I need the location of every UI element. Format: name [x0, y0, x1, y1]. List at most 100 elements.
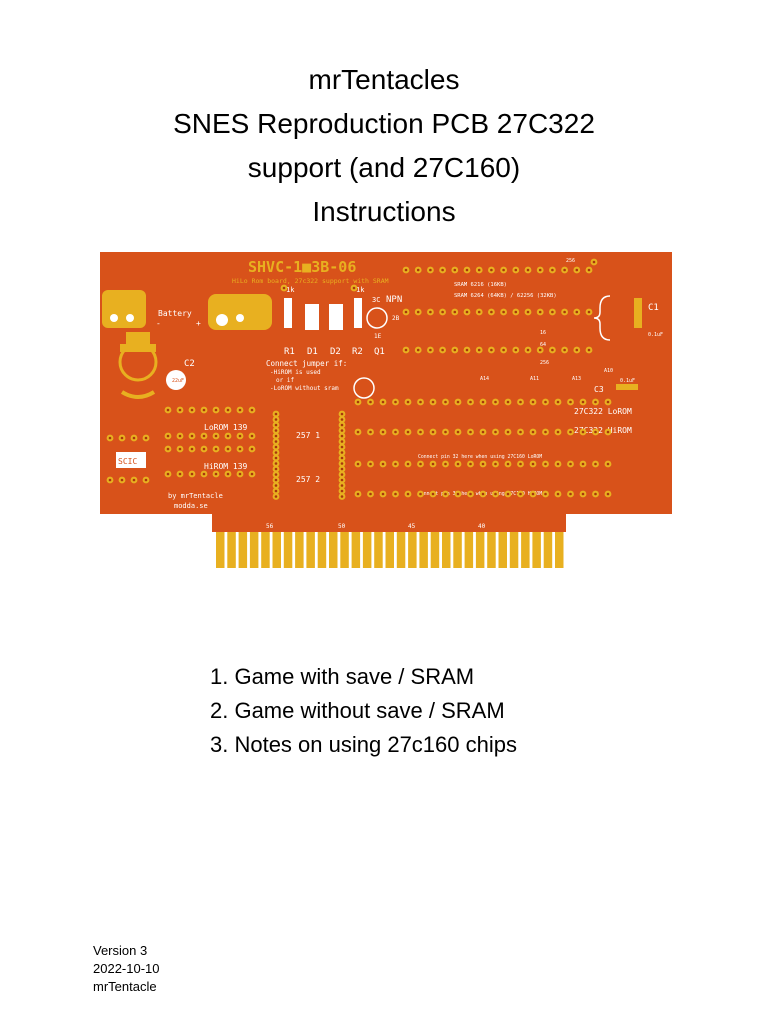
pcb-pad-hole	[340, 451, 344, 454]
pcb-pad-hole	[506, 462, 510, 466]
sram-label-2: SRAM 6264 (64KB) / 62256 (32KB)	[454, 293, 557, 299]
pcb-pad-hole	[381, 492, 385, 496]
pcb-pad-hole	[531, 400, 535, 404]
edge-finger	[295, 532, 304, 568]
pcb-pad-hole	[453, 310, 457, 314]
pcb-pad-hole	[108, 436, 112, 440]
edge-finger	[555, 532, 564, 568]
pcb-pad-hole	[178, 472, 182, 476]
connect-lorom-note: Connect pin 32 here when using 27C160 Lo…	[418, 454, 542, 460]
battery-label: Battery	[158, 309, 192, 318]
pcb-pad-hole	[441, 348, 444, 352]
pcb-pad-hole	[575, 268, 579, 272]
r2-label: R2	[352, 347, 363, 357]
pcb-pad-hole	[519, 492, 522, 496]
pcb-pad-hole	[551, 268, 554, 272]
pcb-pad-hole	[356, 430, 360, 434]
pcb-pad-hole	[356, 462, 360, 466]
pcb-pad-hole	[519, 462, 522, 466]
pcb-pad-hole	[178, 434, 182, 438]
pcb-pad-hole	[569, 492, 572, 496]
contents-item-1: 1. Game with save / SRAM	[210, 664, 475, 689]
pin-64-label: 64	[540, 342, 546, 348]
pcb-pad-hole	[494, 462, 497, 466]
edge-finger	[329, 532, 338, 568]
pcb-pad-hole	[274, 456, 278, 460]
cic-chip	[116, 452, 146, 468]
lorom-322-label: 27C322 LoROM	[574, 407, 632, 416]
pcb-pad-hole	[594, 492, 597, 496]
pcb-pad-hole	[581, 462, 585, 466]
pcb-pad-hole	[519, 400, 522, 404]
pcb-pad-hole	[226, 472, 230, 476]
pcb-pad-hole	[587, 268, 591, 272]
pcb-pad-hole	[456, 400, 460, 404]
pcb-pad-hole	[477, 268, 481, 272]
battery-pad-positive	[208, 294, 272, 330]
pcb-pad-hole	[465, 268, 469, 272]
pcb-pad-hole	[431, 462, 435, 466]
edge-finger	[498, 532, 507, 568]
pcb-pad-hole	[274, 478, 278, 482]
pin-2b: 2B	[392, 315, 400, 322]
pcb-pad-hole	[514, 268, 518, 272]
pcb-pad-hole	[226, 434, 230, 438]
pcb-pad-hole	[132, 436, 136, 440]
pcb-pad-hole	[274, 434, 278, 438]
pcb-pad-hole	[465, 348, 469, 352]
pcb-pad-hole	[356, 400, 360, 404]
pcb-pad-hole	[250, 447, 254, 451]
pcb-pad-hole	[594, 430, 597, 434]
footer-version: Version 3	[93, 943, 148, 958]
pcb-pad-hole	[202, 447, 206, 451]
edge-finger	[521, 532, 530, 568]
pcb-pad-hole	[441, 268, 444, 272]
edge-finger	[261, 532, 270, 568]
edge-finger	[509, 532, 519, 568]
lorom-139-label: LoROM 139	[204, 423, 248, 432]
pcb-pad-hole	[526, 268, 530, 272]
pcb-pad-hole	[190, 408, 194, 412]
pcb-pad-hole	[477, 310, 481, 314]
edge-pin-40: 40	[478, 523, 486, 530]
pcb-pad-hole	[556, 462, 560, 466]
title-line-3: support (and 27C160)	[247, 152, 521, 183]
d2-label: D2	[330, 347, 341, 357]
edge-pin-56: 56	[266, 523, 274, 530]
pcb-pad-hole	[178, 447, 182, 451]
pcb-pad-hole	[406, 400, 410, 404]
pin-256b-label: 256	[540, 360, 549, 366]
edge-finger	[238, 532, 248, 568]
pcb-pad-hole	[282, 286, 286, 290]
edge-finger	[272, 532, 281, 568]
pcb-pad-hole	[406, 492, 410, 496]
pcb-pad-hole	[394, 462, 397, 466]
pcb-pad-hole	[556, 492, 560, 496]
c1-value: 0.1uF	[648, 332, 663, 338]
pin-3c: 3C	[372, 296, 380, 304]
edge-finger	[317, 532, 327, 568]
pcb-pad-hole	[120, 436, 124, 440]
pcb-pad-hole	[340, 429, 344, 432]
pcb-pad-hole	[556, 400, 560, 404]
pcb-pad-hole	[431, 492, 435, 496]
pcb-pad-hole	[569, 400, 572, 404]
pcb-pad-hole	[606, 492, 610, 496]
pcb-pad-hole	[502, 310, 505, 314]
pcb-pad-hole	[563, 348, 566, 352]
title-line-1: mrTentacles	[308, 64, 460, 95]
ic-257-1-label: 257 1	[296, 431, 320, 440]
edge-finger	[442, 532, 451, 568]
pcb-pad-hole	[120, 478, 124, 482]
pcb-pad-hole	[514, 348, 518, 352]
pcb-pad-hole	[506, 430, 510, 434]
c2-label: C2	[184, 359, 195, 369]
pcb-pad-hole	[356, 492, 360, 496]
title-line-2: SNES Reproduction PCB 27C322	[173, 108, 595, 139]
pcb-pad-hole	[469, 492, 472, 496]
pcb-pad-hole	[569, 430, 572, 434]
pcb-pad-hole	[456, 430, 460, 434]
pcb-pad-hole	[544, 400, 547, 404]
pcb-pad-hole	[274, 467, 278, 471]
pcb-pad-hole	[453, 268, 457, 272]
